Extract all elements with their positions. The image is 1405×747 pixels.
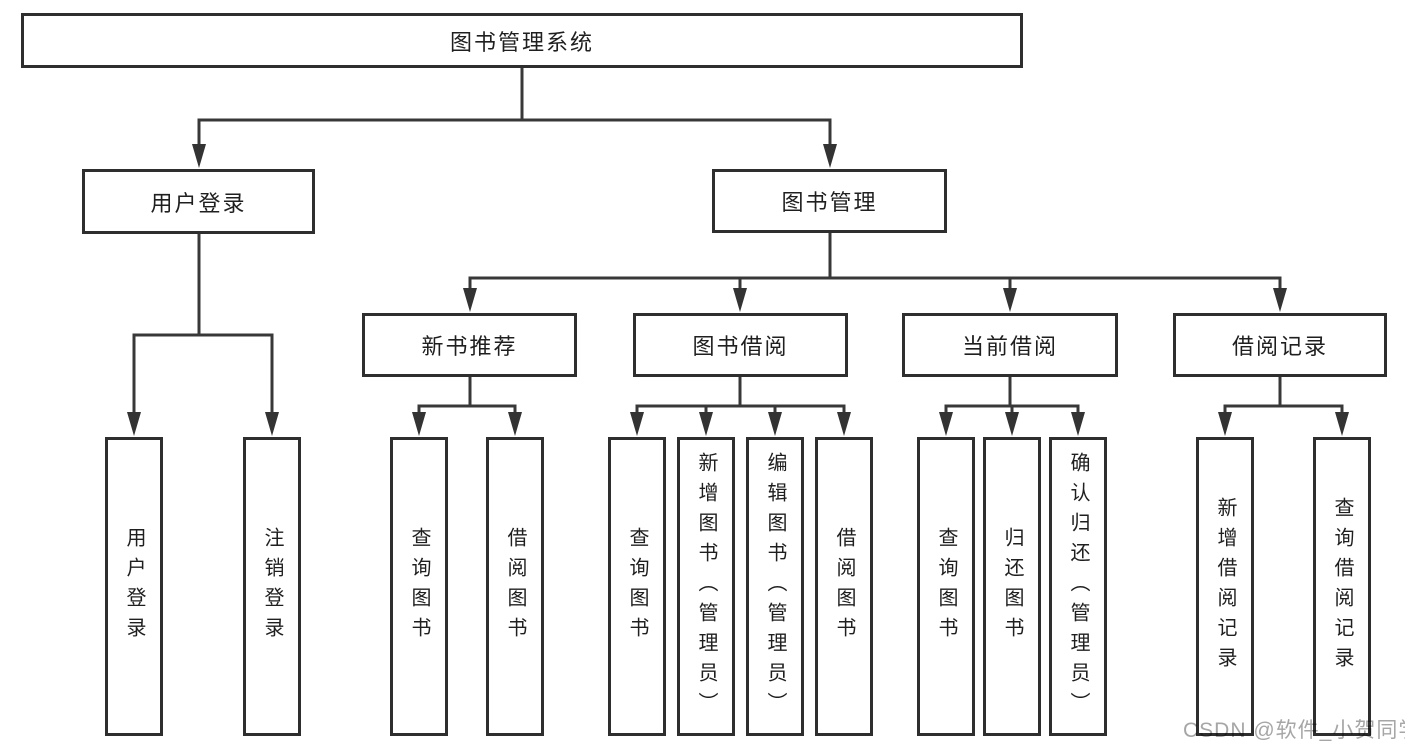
leaf-cb-query-books: 查询图书 [917, 437, 975, 736]
node-book-management: 图书管理 [712, 169, 947, 233]
arrowhead-user-login [192, 144, 206, 168]
leaf-nb-query-books-label: 查询图书 [408, 526, 430, 647]
leaf-cb-return-books-label: 归还图书 [1001, 526, 1023, 647]
leaf-nb-borrow-books-label: 借阅图书 [504, 526, 526, 647]
leaf-logout-label: 注销登录 [261, 526, 283, 647]
leaf-user-login: 用户登录 [105, 437, 163, 736]
arrowhead-new-books [463, 288, 477, 312]
arrowhead-leaf-logout [265, 412, 279, 436]
node-user-login: 用户登录 [82, 169, 315, 234]
node-root-label: 图书管理系统 [449, 29, 594, 55]
leaf-br-add-record-label: 新增借阅记录 [1214, 496, 1236, 677]
node-book-borrow-label: 图书借阅 [692, 334, 789, 359]
leaf-br-query-record: 查询借阅记录 [1313, 437, 1371, 736]
leaf-cb-confirm-return-admin-label: 确认归还（管理员） [1067, 451, 1089, 722]
leaf-nb-borrow-books: 借阅图书 [486, 437, 544, 736]
leaf-bb-query-books: 查询图书 [608, 437, 666, 736]
node-user-login-label: 用户登录 [150, 190, 247, 216]
node-borrow-records: 借阅记录 [1173, 313, 1387, 377]
arrowhead-cb-return [1005, 412, 1019, 436]
arrowhead-book-mgmt [823, 144, 837, 168]
arrowhead-nb-borrow [508, 412, 522, 436]
leaf-logout: 注销登录 [243, 437, 301, 736]
arrowhead-nb-query [412, 412, 426, 436]
arrowhead-bb-borrow [837, 412, 851, 436]
leaf-bb-add-books-admin-label: 新增图书（管理员） [695, 451, 717, 722]
leaf-bb-query-books-label: 查询图书 [626, 526, 648, 647]
leaf-bb-edit-books-admin-label: 编辑图书（管理员） [764, 451, 786, 722]
leaf-bb-borrow-books-label: 借阅图书 [833, 526, 855, 647]
leaf-cb-query-books-label: 查询图书 [935, 526, 957, 647]
arrowhead-current-borrow [1003, 288, 1017, 312]
arrowhead-br-query [1335, 412, 1349, 436]
leaf-bb-add-books-admin: 新增图书（管理员） [677, 437, 735, 736]
node-new-book-recommend: 新书推荐 [362, 313, 577, 377]
arrowhead-bb-edit [768, 412, 782, 436]
leaf-cb-confirm-return-admin: 确认归还（管理员） [1049, 437, 1107, 736]
leaf-br-add-record: 新增借阅记录 [1196, 437, 1254, 736]
arrowhead-br-add [1218, 412, 1232, 436]
arrowhead-cb-query [939, 412, 953, 436]
arrowhead-leaf-login [127, 412, 141, 436]
arrowhead-book-borrow [733, 288, 747, 312]
leaf-user-login-label: 用户登录 [123, 526, 145, 647]
node-current-borrow: 当前借阅 [902, 313, 1118, 377]
node-new-book-recommend-label: 新书推荐 [421, 334, 518, 359]
arrowhead-bb-add [699, 412, 713, 436]
node-current-borrow-label: 当前借阅 [961, 334, 1058, 359]
node-borrow-records-label: 借阅记录 [1231, 334, 1328, 359]
leaf-bb-borrow-books: 借阅图书 [815, 437, 873, 736]
leaf-bb-edit-books-admin: 编辑图书（管理员） [746, 437, 804, 736]
arrowhead-bb-query [630, 412, 644, 436]
arrowhead-borrow-records [1273, 288, 1287, 312]
node-book-borrow: 图书借阅 [633, 313, 848, 377]
leaf-br-query-record-label: 查询借阅记录 [1331, 496, 1353, 677]
leaf-cb-return-books: 归还图书 [983, 437, 1041, 736]
leaf-nb-query-books: 查询图书 [390, 437, 448, 736]
node-root: 图书管理系统 [21, 13, 1023, 68]
watermark: CSDN @软件_小贺同学 [1183, 719, 1405, 742]
arrowhead-cb-confirm [1071, 412, 1085, 436]
node-book-management-label: 图书管理 [781, 190, 878, 215]
